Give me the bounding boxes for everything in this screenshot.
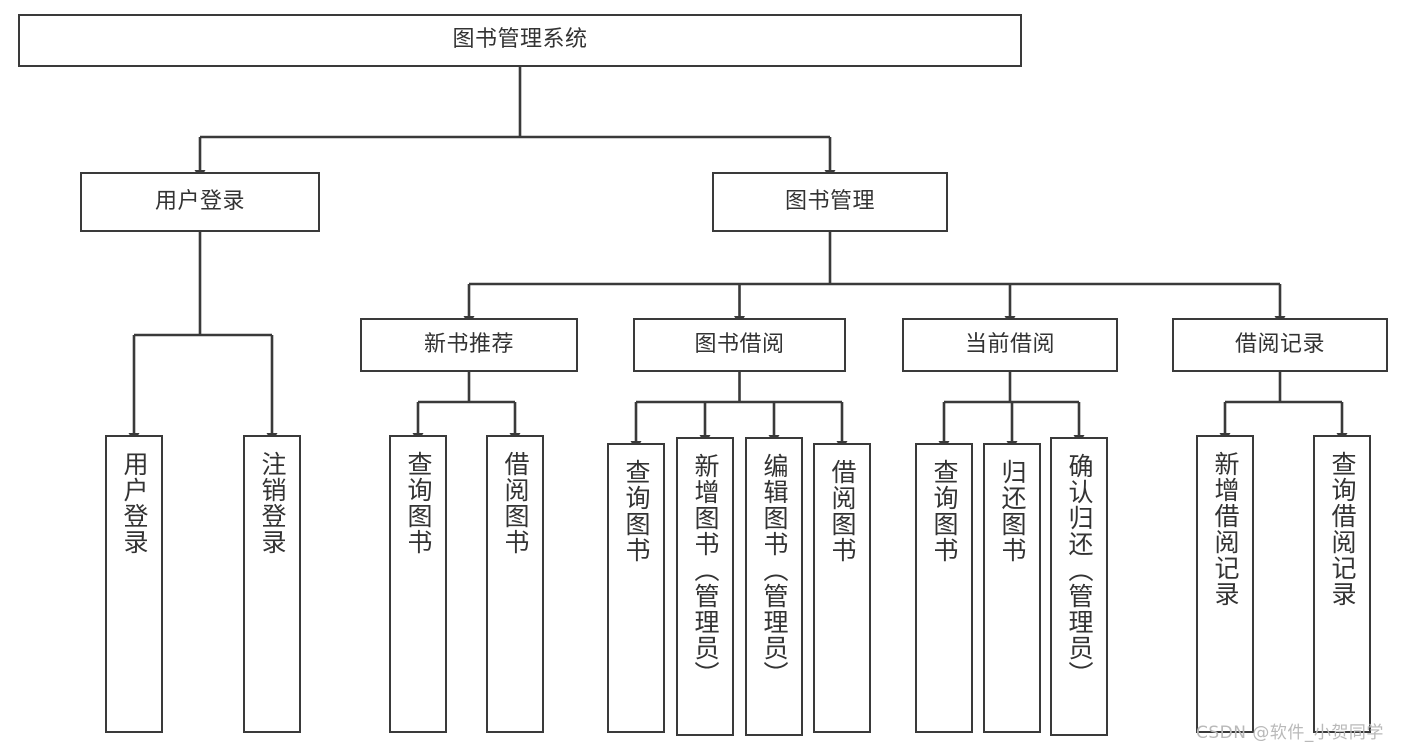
node-leaf-querybook3[interactable]: 查询图书 <box>915 443 973 733</box>
node-label: 编辑图书（管理员） <box>760 453 789 687</box>
node-leaf-querybook2[interactable]: 查询图书 <box>607 443 665 733</box>
node-leaf-addbook[interactable]: 新增图书（管理员） <box>676 437 734 736</box>
node-label: 借阅记录 <box>1234 331 1325 357</box>
node-label: 用户登录 <box>154 188 245 214</box>
node-current[interactable]: 当前借阅 <box>902 318 1118 372</box>
node-label: 新增借阅记录 <box>1211 451 1240 607</box>
node-label: 新书推荐 <box>423 331 514 357</box>
node-label: 新增图书（管理员） <box>691 453 720 687</box>
node-label: 借阅图书 <box>828 459 857 563</box>
watermark: CSDN @软件_小贺同学 <box>1196 723 1384 743</box>
node-label: 图书管理系统 <box>452 27 588 53</box>
node-leaf-editbook[interactable]: 编辑图书（管理员） <box>745 437 803 736</box>
node-leaf-addrecord[interactable]: 新增借阅记录 <box>1196 435 1254 733</box>
node-login[interactable]: 用户登录 <box>80 172 320 232</box>
node-leaf-userlogin[interactable]: 用户登录 <box>105 435 163 733</box>
node-leaf-borrowbook1[interactable]: 借阅图书 <box>486 435 544 733</box>
node-label: 查询图书 <box>622 459 651 563</box>
node-label: 确认归还（管理员） <box>1065 453 1094 687</box>
node-leaf-returnbook[interactable]: 归还图书 <box>983 443 1041 733</box>
node-leaf-logout[interactable]: 注销登录 <box>243 435 301 733</box>
node-label: 注销登录 <box>258 451 287 555</box>
node-label: 归还图书 <box>998 459 1027 563</box>
node-label: 图书借阅 <box>694 331 785 357</box>
node-label: 图书管理 <box>784 188 875 214</box>
node-label: 查询借阅记录 <box>1328 451 1357 607</box>
node-leaf-querybook1[interactable]: 查询图书 <box>389 435 447 733</box>
node-root[interactable]: 图书管理系统 <box>18 14 1022 67</box>
node-leaf-borrowbook2[interactable]: 借阅图书 <box>813 443 871 733</box>
node-leaf-confirm[interactable]: 确认归还（管理员） <box>1050 437 1108 736</box>
node-borrow[interactable]: 图书借阅 <box>633 318 846 372</box>
node-bookmgmt[interactable]: 图书管理 <box>712 172 948 232</box>
node-label: 查询图书 <box>404 451 433 555</box>
node-newbook[interactable]: 新书推荐 <box>360 318 578 372</box>
node-records[interactable]: 借阅记录 <box>1172 318 1388 372</box>
node-label: 当前借阅 <box>964 331 1055 357</box>
node-label: 查询图书 <box>930 459 959 563</box>
node-label: 借阅图书 <box>501 451 530 555</box>
node-label: 用户登录 <box>120 451 149 555</box>
node-leaf-queryrecord[interactable]: 查询借阅记录 <box>1313 435 1371 733</box>
